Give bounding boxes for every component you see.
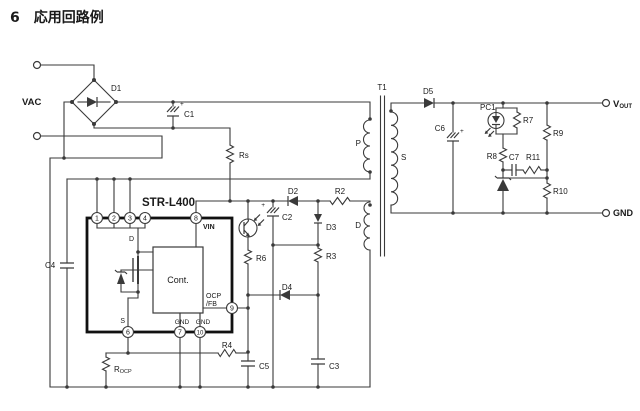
resistor-r4 xyxy=(217,348,237,358)
label-gnd-pin10: GND xyxy=(196,319,211,326)
label-rs: Rs xyxy=(239,151,249,160)
pin-7: 7 xyxy=(178,330,182,337)
input-terminals xyxy=(32,60,42,141)
label-r4: R4 xyxy=(222,341,233,350)
pin-2: 2 xyxy=(112,216,116,223)
label-c3: C3 xyxy=(329,362,340,371)
pin-10: 10 xyxy=(197,331,204,337)
label-ocp: OCP xyxy=(206,293,222,300)
label-s-winding: S xyxy=(401,153,406,162)
resistor-r2 xyxy=(329,196,351,206)
label-p-winding: P xyxy=(356,139,361,148)
capacitor-c6 xyxy=(446,132,460,142)
capacitor-c2 xyxy=(266,207,280,217)
diode-d4 xyxy=(279,290,290,300)
label-s-pin: S xyxy=(120,318,125,325)
label-d5: D5 xyxy=(423,87,434,96)
label-gnd-out: GND xyxy=(613,208,634,218)
controller-label: Cont. xyxy=(167,275,189,285)
photocoupler-pc1-led xyxy=(484,111,505,137)
label-r2: R2 xyxy=(335,187,346,196)
startup-resistor-rs xyxy=(225,144,235,164)
pin-3: 3 xyxy=(128,216,132,223)
pin-8: 8 xyxy=(194,216,198,223)
diode-d3 xyxy=(314,214,322,224)
capacitor-c3 xyxy=(311,358,325,365)
bridge-rectifier-d1 xyxy=(70,78,118,126)
label-ic-name: STR-L400 xyxy=(142,197,195,209)
label-vout: VOUT xyxy=(613,99,632,110)
label-c6-polarity: + xyxy=(460,128,464,135)
label-d-pin: D xyxy=(129,236,134,243)
internal-mosfet xyxy=(132,256,139,284)
resistor-r9 xyxy=(542,124,552,141)
resistor-r8 xyxy=(498,147,508,163)
pin-4: 4 xyxy=(143,216,147,223)
label-c5: C5 xyxy=(259,362,270,371)
label-fb: /FB xyxy=(206,301,217,308)
circuit-wiring xyxy=(40,64,603,388)
pin-9: 9 xyxy=(230,306,234,313)
label-d3: D3 xyxy=(326,223,337,232)
label-d4: D4 xyxy=(282,283,293,292)
diode-d2 xyxy=(287,196,298,206)
photocoupler-pc1-transistor xyxy=(238,214,265,238)
controller-block xyxy=(152,246,204,314)
label-r6: R6 xyxy=(256,254,267,263)
capacitor-c4 xyxy=(60,262,74,269)
gate-protection-zener xyxy=(114,269,128,284)
output-terminals xyxy=(601,98,611,218)
label-r11: R11 xyxy=(526,153,541,162)
capacitor-c5 xyxy=(241,360,255,367)
resistor-r7 xyxy=(512,111,522,129)
pin-1: 1 xyxy=(95,216,99,223)
label-r7: R7 xyxy=(523,116,534,125)
resistor-r11 xyxy=(522,165,542,175)
label-pc1: PC1 xyxy=(480,103,496,112)
label-r10: R10 xyxy=(553,187,568,196)
resistor-r3 xyxy=(313,247,323,263)
label-t1: T1 xyxy=(377,83,387,92)
label-vac: VAC xyxy=(22,97,41,108)
label-vin: VIN xyxy=(203,224,215,231)
page-title: 6 応用回路例 xyxy=(10,9,104,26)
resistor-rocp xyxy=(101,356,111,372)
label-c1: C1 xyxy=(184,110,195,119)
ic-pins: 1 2 3 4 8 6 7 10 9 xyxy=(90,211,239,339)
label-c7: C7 xyxy=(509,153,520,162)
label-c1-polarity: + xyxy=(180,101,184,108)
label-c2-polarity: + xyxy=(261,202,265,209)
label-d1: D1 xyxy=(111,84,122,93)
component-labels: 6 応用回路例 VAC D1 C1 + Rs T1 P S D D5 C6 + … xyxy=(10,9,634,375)
smoothing-capacitor-c1 xyxy=(166,106,180,117)
junction-dots xyxy=(62,100,549,389)
label-r3: R3 xyxy=(326,252,337,261)
label-c2: C2 xyxy=(282,213,293,222)
label-c6: C6 xyxy=(435,124,446,133)
label-c4: C4 xyxy=(45,261,56,270)
label-rocp: ROCP xyxy=(114,365,132,375)
label-r8: R8 xyxy=(487,152,498,161)
ic-str-l400: Cont. 1 2 3 4 8 6 7 10 9 VIN OCP /FB GND… xyxy=(85,211,239,339)
label-d-winding: D xyxy=(355,221,361,230)
pin-6: 6 xyxy=(126,330,130,337)
label-gnd-pin7: GND xyxy=(175,319,190,326)
label-r9: R9 xyxy=(553,129,564,138)
diode-d5 xyxy=(424,98,435,108)
resistor-r10 xyxy=(542,182,552,199)
label-d2: D2 xyxy=(288,187,299,196)
transformer-t1 xyxy=(362,95,399,257)
shunt-regulator xyxy=(494,175,512,191)
resistor-r6 xyxy=(243,249,253,265)
capacitor-c7 xyxy=(511,164,517,176)
